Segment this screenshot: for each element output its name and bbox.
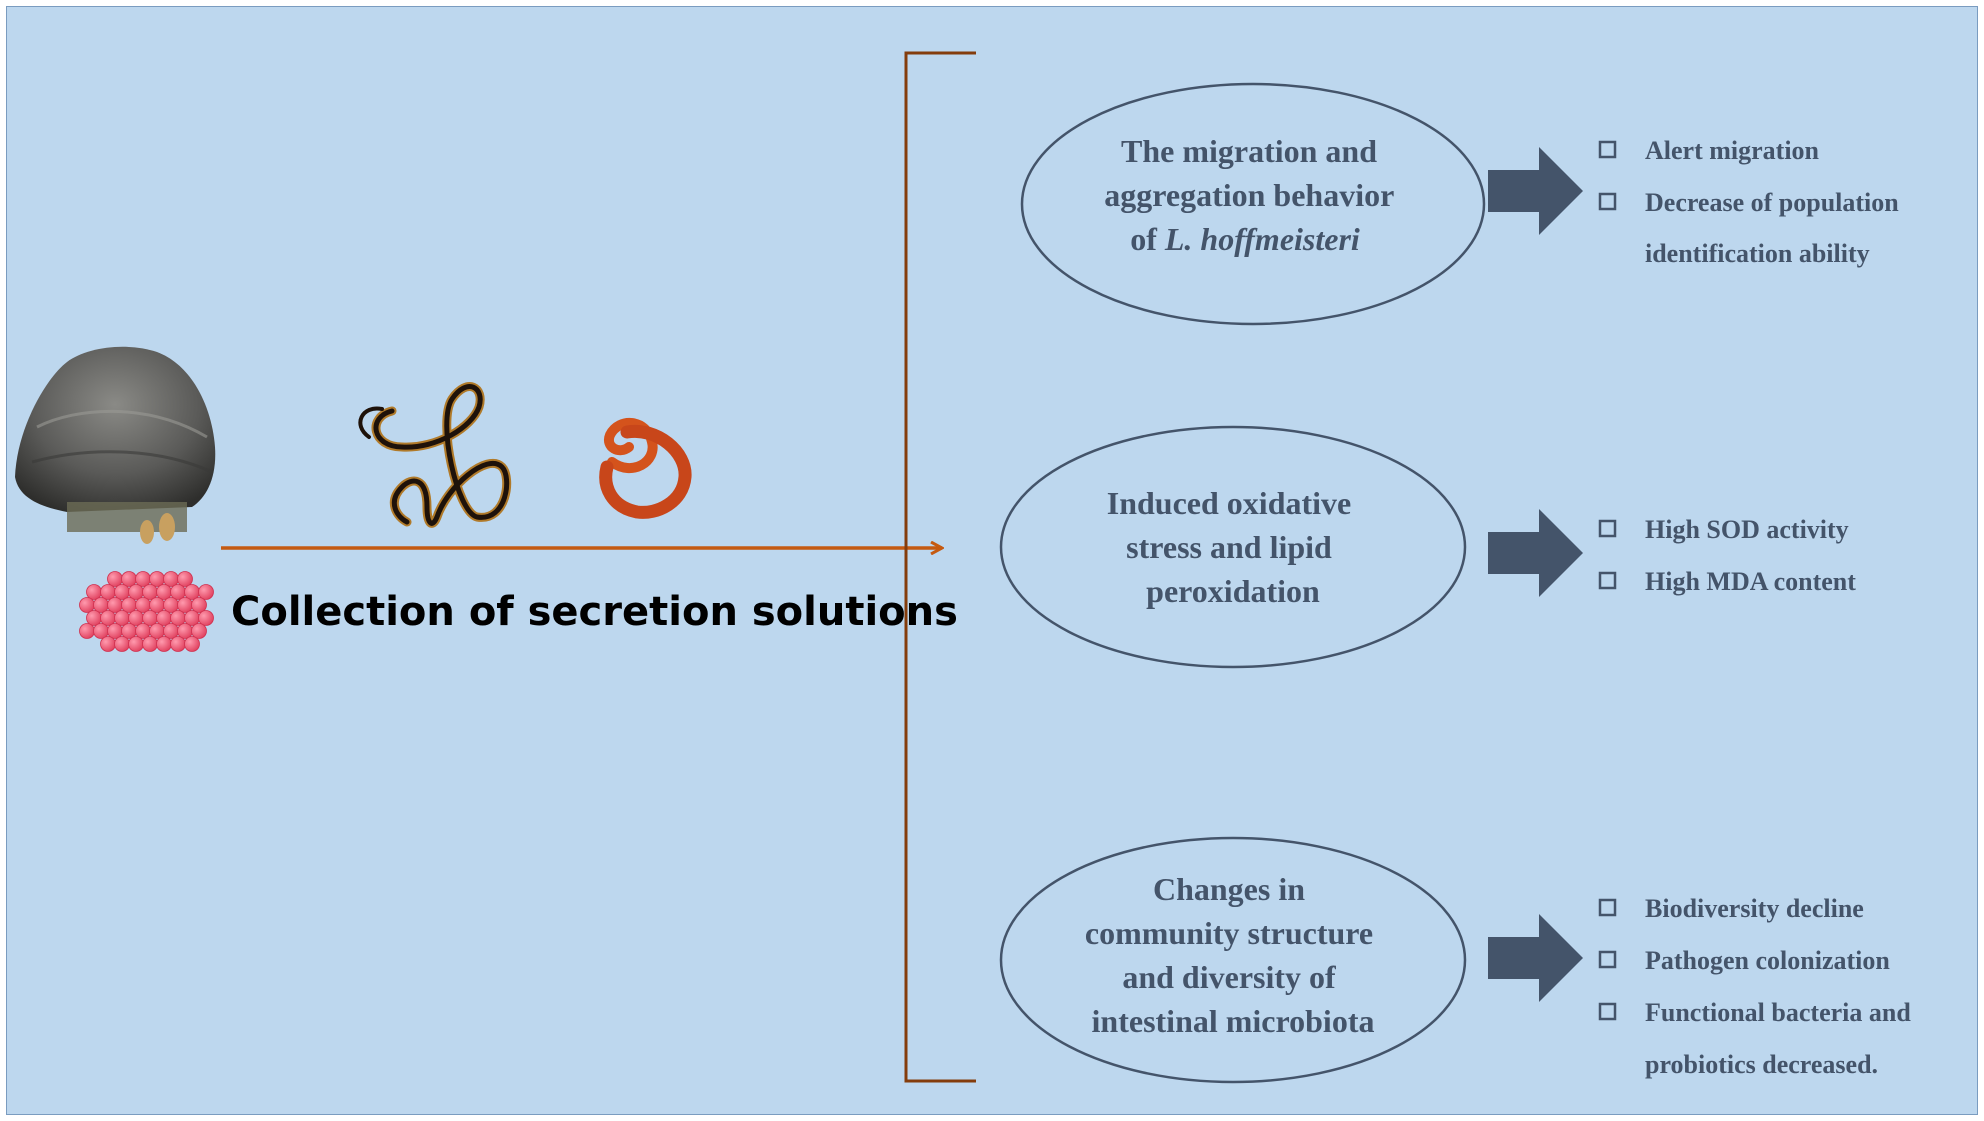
- node-line: The migration and: [1121, 133, 1377, 169]
- egg: [79, 623, 95, 639]
- snail-with-eggs-image: [15, 346, 216, 652]
- outcome-text: Biodiversity decline: [1645, 894, 1864, 923]
- outcome-text: identification ability: [1645, 239, 1870, 268]
- egg: [128, 610, 144, 626]
- egg: [114, 584, 130, 600]
- species-name: L. hoffmeisteri: [1164, 221, 1360, 257]
- diagram-svg: Collection of secretion solutions The mi…: [15, 51, 1911, 1084]
- egg: [149, 597, 165, 613]
- checkbox-icon: [1598, 898, 1617, 917]
- egg: [128, 636, 144, 652]
- egg: [93, 597, 109, 613]
- outcome-text: probiotics decreased.: [1645, 1050, 1878, 1079]
- node-line: of L. hoffmeisteri: [1130, 221, 1360, 257]
- egg: [79, 597, 95, 613]
- egg: [114, 636, 130, 652]
- egg: [135, 571, 151, 587]
- egg: [107, 597, 123, 613]
- egg: [93, 623, 109, 639]
- egg: [170, 636, 186, 652]
- checkbox-icon: [1598, 140, 1617, 159]
- egg: [142, 584, 158, 600]
- node-ellipse: [1020, 82, 1486, 326]
- egg: [149, 623, 165, 639]
- egg: [121, 597, 137, 613]
- block-arrow: [1488, 509, 1583, 597]
- egg: [135, 623, 151, 639]
- node-line: and diversity of: [1122, 959, 1336, 995]
- outcome-text: High MDA content: [1645, 567, 1856, 596]
- svg-text:Changes in community s: Changes in community structure and diver…: [1085, 871, 1381, 1039]
- node-line: Induced oxidative: [1107, 485, 1351, 521]
- outcome-text: Functional bacteria and: [1645, 998, 1911, 1027]
- egg: [191, 597, 207, 613]
- checkbox-icon: [1598, 1002, 1617, 1021]
- node-line: stress and lipid: [1126, 529, 1332, 565]
- egg: [184, 610, 200, 626]
- egg: [149, 571, 165, 587]
- egg: [163, 623, 179, 639]
- egg: [177, 623, 193, 639]
- egg: [198, 584, 214, 600]
- egg: [100, 610, 116, 626]
- outcome-text: Decrease of population: [1645, 188, 1899, 217]
- egg: [184, 636, 200, 652]
- node-microbiota: Changes in community structure and diver…: [999, 836, 1911, 1084]
- egg: [142, 636, 158, 652]
- node-line-prefix: of: [1130, 221, 1165, 257]
- node-ellipse: [999, 425, 1467, 669]
- node-line: Changes in: [1153, 871, 1305, 907]
- egg: [107, 571, 123, 587]
- block-arrow: [1488, 147, 1583, 235]
- egg: [163, 571, 179, 587]
- egg: [177, 597, 193, 613]
- egg: [191, 623, 207, 639]
- egg: [198, 610, 214, 626]
- outcome-text: High SOD activity: [1645, 515, 1849, 544]
- egg: [100, 584, 116, 600]
- egg: [177, 571, 193, 587]
- node-ellipse: [999, 836, 1467, 1084]
- outcome-text: Alert migration: [1645, 136, 1820, 165]
- egg: [156, 636, 172, 652]
- egg: [135, 597, 151, 613]
- node-line: peroxidation: [1146, 573, 1320, 609]
- egg: [121, 571, 137, 587]
- node-line: aggregation behavior: [1104, 177, 1394, 213]
- svg-text:The migration and aggr: The migration and aggregation behavior o…: [1104, 133, 1401, 257]
- egg: [170, 610, 186, 626]
- node-line: community structure: [1085, 915, 1373, 951]
- node-migration: The migration and aggregation behavior o…: [1020, 82, 1899, 326]
- egg: [128, 584, 144, 600]
- egg: [86, 584, 102, 600]
- worm-image: [358, 382, 512, 528]
- node-line: intestinal microbiota: [1092, 1003, 1375, 1039]
- curled-worm-image: [599, 417, 692, 519]
- checkbox-icon: [1598, 571, 1617, 590]
- egg: [142, 610, 158, 626]
- egg: [121, 623, 137, 639]
- checkbox-icon: [1598, 192, 1617, 211]
- egg: [156, 610, 172, 626]
- svg-text:Induced oxidative stre: Induced oxidative stress and lipid perox…: [1107, 485, 1359, 609]
- egg: [170, 584, 186, 600]
- checkbox-icon: [1598, 950, 1617, 969]
- bracket: [904, 51, 976, 1083]
- egg: [107, 623, 123, 639]
- diagram-canvas: Collection of secretion solutions The mi…: [6, 6, 1978, 1115]
- egg: [100, 636, 116, 652]
- egg: [86, 610, 102, 626]
- outcome-text: Pathogen colonization: [1645, 946, 1890, 975]
- egg: [156, 584, 172, 600]
- egg: [114, 610, 130, 626]
- node-oxidative-stress: Induced oxidative stress and lipid perox…: [999, 425, 1856, 669]
- egg: [163, 597, 179, 613]
- checkbox-icon: [1598, 519, 1617, 538]
- main-label: Collection of secretion solutions: [231, 589, 958, 635]
- block-arrow: [1488, 914, 1583, 1002]
- egg: [184, 584, 200, 600]
